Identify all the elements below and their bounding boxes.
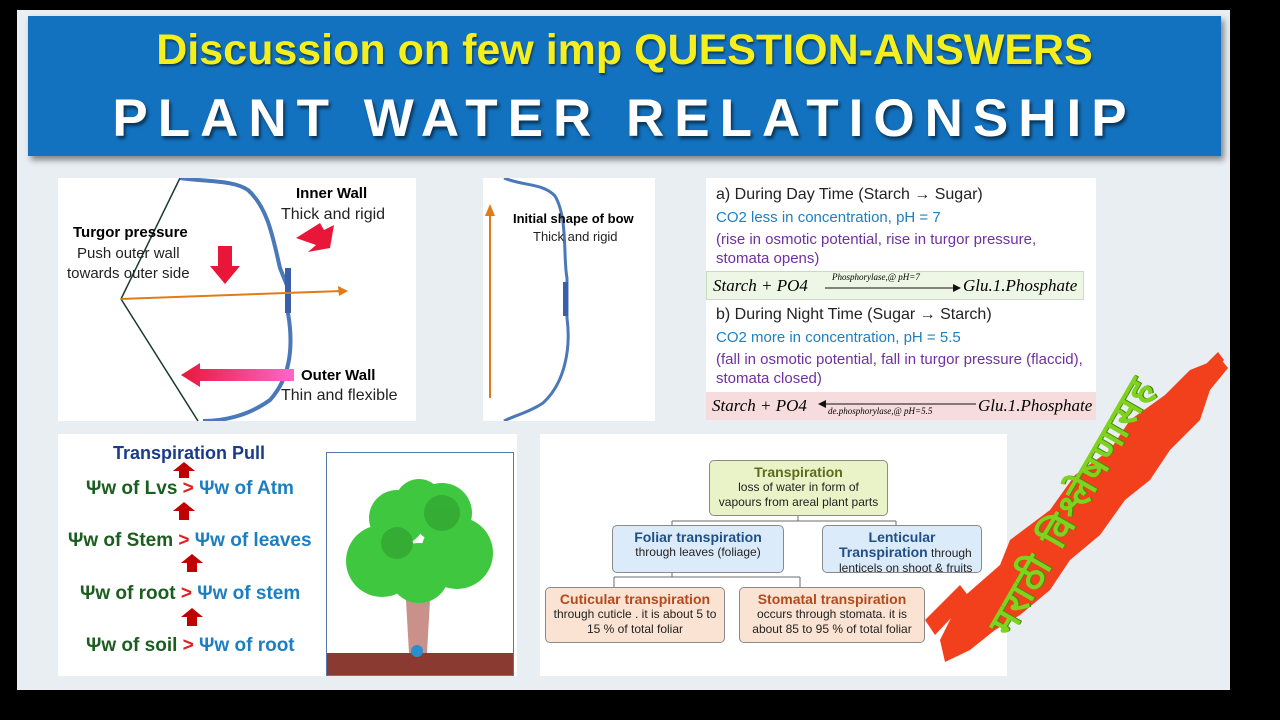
- up-arrow-icon: [181, 554, 203, 572]
- red-arrow-outer: [181, 363, 294, 387]
- turgor-desc-2: towards outer side: [67, 265, 190, 282]
- night-effect-2: stomata closed): [716, 370, 822, 387]
- night-co2: CO2 more in concentration, pH = 5.5: [716, 329, 961, 346]
- night-heading: b) During Night Time (Sugar → Starch): [716, 306, 992, 323]
- transpiration-pull-title: Transpiration Pull: [113, 443, 266, 463]
- ground: [327, 653, 513, 675]
- night-equation: Starch + PO4 de.phosphorylase,@ pH=5.5 G…: [706, 392, 1096, 420]
- day-eq-arrow: [825, 284, 961, 292]
- pull-row-2: Ψw of Stem > Ψw of leaves: [68, 530, 312, 551]
- outer-wall-desc: Thin and flexible: [281, 387, 398, 404]
- cuticular-box: Cuticular transpiration through cuticle …: [545, 587, 725, 643]
- tree-svg: [327, 479, 513, 675]
- transpiration-box-title: Transpiration: [754, 464, 843, 480]
- red-arrow-down-shaft: [218, 246, 232, 268]
- night-eq-enzyme: de.phosphorylase,@ pH=5.5: [828, 406, 933, 416]
- flowchart-connectors: [613, 516, 897, 587]
- transpiration-pull-panel: Transpiration Pull Ψw of Lvs > Ψw of Atm…: [58, 434, 517, 676]
- day-effect-1: (rise in osmotic potential, rise in turg…: [716, 231, 1037, 248]
- flowchart-panel: Transpiration loss of water in form of v…: [540, 434, 1007, 676]
- initial-bow-grip: [563, 282, 568, 316]
- day-night-panel: a) During Day Time (Starch → Sugar) CO2 …: [706, 178, 1096, 420]
- transpiration-box-desc-2: vapours from areal plant parts: [718, 495, 879, 509]
- brush-stroke: [925, 352, 1228, 662]
- lenticular-box-title-2: Transpiration: [839, 544, 928, 560]
- day-effect-2: stomata opens): [716, 250, 820, 267]
- orange-arrow-shaft: [120, 290, 343, 300]
- lenticular-box-desc-2: lenticels on shoot & fruits: [839, 561, 973, 573]
- banner-subtitle: Discussion on few imp QUESTION-ANSWERS: [156, 26, 1093, 74]
- tree-root-water-icon: [411, 645, 423, 657]
- orange-arrowhead: [338, 286, 348, 296]
- tree-illustration: [326, 452, 514, 676]
- night-eq-right: Glu.1.Phosphate: [978, 396, 1093, 415]
- pull-row-4: Ψw of soil > Ψw of root: [86, 635, 295, 656]
- day-heading: a) During Day Time (Starch → Sugar): [716, 186, 983, 203]
- pull-row-1: Ψw of Lvs > Ψw of Atm: [86, 478, 294, 499]
- cuticular-box-title: Cuticular transpiration: [559, 591, 711, 607]
- foliar-box-title: Foliar transpiration: [634, 529, 762, 545]
- night-eq-left: Starch + PO4: [712, 396, 807, 415]
- stomatal-box-desc-2: about 85 to 95 % of total foliar: [752, 622, 912, 636]
- initial-bow-title: Initial shape of bow: [513, 211, 634, 226]
- up-arrow-icon: [173, 462, 195, 478]
- foliar-box: Foliar transpiration through leaves (fol…: [612, 525, 784, 573]
- turgor-desc-1: Push outer wall: [77, 245, 180, 262]
- night-effect-1: (fall in osmotic potential, fall in turg…: [716, 351, 1083, 368]
- red-arrow-inner: [296, 223, 334, 252]
- tree-canopy: [346, 479, 493, 603]
- foliar-box-desc: through leaves (foliage): [635, 545, 761, 559]
- pull-row-3: Ψw of root > Ψw of stem: [80, 583, 301, 604]
- day-eq-left: Starch + PO4: [713, 276, 808, 295]
- stomatal-box: Stomatal transpiration occurs through st…: [739, 587, 925, 643]
- night-eq-arrow: [818, 400, 976, 408]
- initial-bow-arrowhead: [485, 204, 495, 216]
- inner-wall-desc: Thick and rigid: [281, 206, 386, 223]
- day-co2: CO2 less in concentration, pH = 7: [716, 209, 941, 226]
- lenticular-box: Lenticular Transpiration through lentice…: [822, 525, 982, 573]
- bow-diagram-svg: [120, 178, 348, 421]
- day-eq-right: Glu.1.Phosphate: [963, 276, 1078, 295]
- initial-bow-panel: Initial shape of bow Thick and rigid: [483, 178, 655, 421]
- up-arrow-icon: [181, 608, 203, 626]
- banner-title: PLANT WATER RELATIONSHIP: [112, 89, 1137, 148]
- outer-wall-title: Outer Wall: [301, 367, 376, 384]
- bow-string-bottom: [120, 298, 199, 421]
- red-arrow-down-head: [210, 266, 240, 284]
- initial-bow-svg: [485, 178, 570, 421]
- up-arrow-icon: [173, 502, 195, 520]
- up-arrows: [173, 462, 203, 626]
- bow-string-top: [120, 178, 181, 300]
- day-eq-enzyme: Phosphorylase,@ pH=7: [832, 272, 920, 282]
- transpiration-box: Transpiration loss of water in form of v…: [709, 460, 888, 516]
- turgor-title: Turgor pressure: [73, 224, 188, 241]
- cuticular-box-desc-2: 15 % of total foliar: [586, 622, 684, 636]
- cuticular-box-desc-1: through cuticle . it is about 5 to: [553, 607, 717, 621]
- initial-bow-desc: Thick and rigid: [533, 229, 618, 244]
- bow-diagram-panel: Inner Wall Thick and rigid Turgor pressu…: [58, 178, 416, 421]
- inner-wall-title: Inner Wall: [296, 185, 368, 202]
- title-banner: Discussion on few imp QUESTION-ANSWERS P…: [28, 16, 1221, 156]
- bow-grip: [285, 268, 291, 313]
- lenticular-box-title-1: Lenticular: [868, 529, 936, 545]
- transpiration-box-desc-1: loss of water in form of: [738, 480, 859, 494]
- stomatal-box-desc-1: occurs through stomata. it is: [756, 607, 908, 621]
- day-equation: Starch + PO4 Phosphorylase,@ pH=7 Glu.1.…: [706, 271, 1084, 300]
- stomatal-box-title: Stomatal transpiration: [757, 591, 907, 607]
- lenticular-box-desc-1: through: [931, 546, 972, 560]
